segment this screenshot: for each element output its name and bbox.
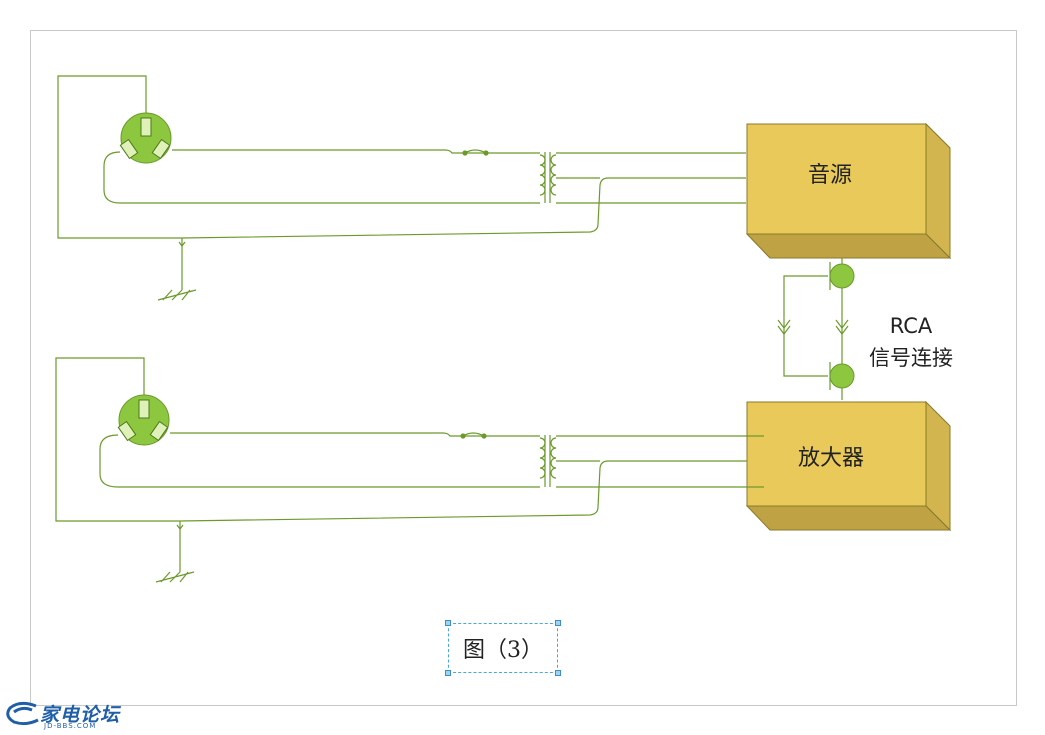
source-box bbox=[745, 122, 952, 260]
bottom-neutral-wire bbox=[99, 434, 540, 488]
bottom-circuit bbox=[55, 357, 764, 583]
rca-jack-top bbox=[829, 263, 855, 289]
figure-caption[interactable]: 图（3） bbox=[448, 623, 558, 673]
top-neutral-wire bbox=[103, 151, 540, 204]
diagram-frame bbox=[30, 30, 1017, 706]
amplifier-label: 放大器 bbox=[798, 446, 865, 471]
watermark-sub: JD-BBS.COM bbox=[44, 722, 97, 730]
top-transformer-secondary bbox=[550, 154, 557, 196]
bottom-ground-wire bbox=[55, 357, 746, 522]
resize-handle-tr[interactable] bbox=[555, 620, 561, 626]
source-label: 音源 bbox=[808, 163, 853, 188]
top-outlet bbox=[119, 112, 172, 164]
top-live-wire bbox=[172, 149, 540, 154]
top-ground-wire bbox=[57, 75, 746, 239]
rca-arrow-right bbox=[835, 319, 849, 335]
rca-label-line2: 信号连接 bbox=[869, 346, 953, 370]
logo-icon bbox=[6, 701, 39, 726]
rca-label: RCA 信号连接 bbox=[862, 310, 960, 374]
fuses bbox=[460, 150, 489, 439]
caption-text: 图（3） bbox=[463, 638, 543, 663]
rca-jack-bottom bbox=[829, 363, 855, 389]
rca-arrow-left bbox=[777, 319, 791, 335]
watermark-title: 家电论坛 bbox=[40, 704, 121, 726]
bottom-live-wire bbox=[170, 432, 540, 437]
bottom-outlet bbox=[117, 394, 170, 446]
rca-label-line1: RCA bbox=[889, 314, 933, 338]
resize-handle-br[interactable] bbox=[555, 670, 561, 676]
amplifier-box bbox=[745, 400, 952, 532]
top-transformer-primary bbox=[539, 154, 546, 196]
top-ground-symbol bbox=[157, 238, 197, 301]
top-circuit bbox=[57, 75, 746, 301]
resize-handle-bl[interactable] bbox=[445, 670, 451, 676]
bottom-ground-symbol bbox=[155, 521, 195, 583]
resize-handle-tl[interactable] bbox=[445, 620, 451, 626]
